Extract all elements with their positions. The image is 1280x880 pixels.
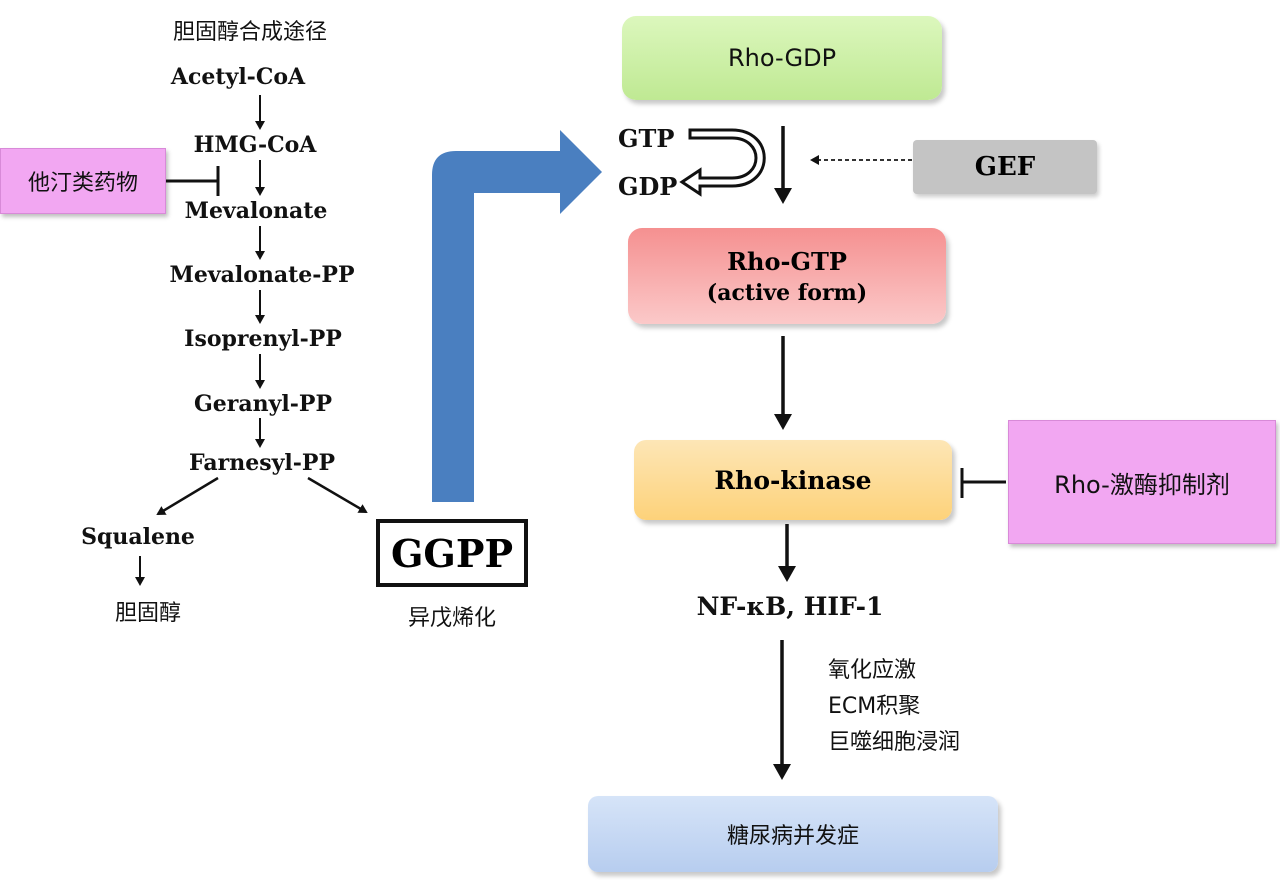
left-pathway-arrows: [135, 95, 368, 586]
rho-inhibitor-box: Rho-激酶抑制剂: [1008, 420, 1276, 544]
statin-label: 他汀类药物: [27, 171, 138, 196]
statin-inhibition: [166, 166, 220, 196]
effect-oxidative-stress: 氧化应激: [828, 658, 917, 683]
gef-label: GEF: [974, 152, 1036, 182]
nfkb-label: NF-κB, HIF-1: [696, 592, 884, 621]
complication-box: 糖尿病并发症: [588, 796, 998, 872]
rho-gtp-sub-label: (active form): [706, 279, 868, 306]
gdp-label: GDP: [618, 172, 678, 201]
step-mevalonate-pp: Mevalonate-PP: [169, 262, 355, 288]
rho-gdp-box: Rho-GDP: [622, 16, 942, 100]
big-blue-arrow: [432, 130, 602, 502]
pathway-title: 胆固醇合成途径: [172, 20, 328, 45]
squalene-label: Squalene: [81, 524, 195, 550]
step-isoprenyl-pp: Isoprenyl-PP: [184, 326, 342, 352]
gtp-label: GTP: [618, 124, 675, 153]
gtp-gdp-exchange: [679, 128, 766, 197]
statin-box: 他汀类药物: [0, 148, 166, 214]
ggpp-box: GGPP: [376, 519, 528, 587]
rho-gtp-box: Rho-GTP (active form): [628, 228, 946, 324]
step-farnesyl-pp: Farnesyl-PP: [189, 450, 335, 476]
effect-macrophage: 巨噬细胞浸润: [828, 730, 961, 755]
rho-gdp-label: Rho-GDP: [727, 44, 837, 72]
rho-kinase-inhibition: [960, 468, 1006, 498]
rho-kinase-box: Rho-kinase: [634, 440, 952, 520]
rho-kinase-label: Rho-kinase: [714, 465, 872, 495]
rho-inhibitor-label: Rho-激酶抑制剂: [1054, 470, 1230, 499]
gef-box: GEF: [913, 140, 1097, 194]
effect-ecm: ECM积聚: [828, 694, 921, 719]
step-hmg-coa: HMG-CoA: [193, 132, 317, 158]
prenylation-label: 异戊烯化: [407, 606, 497, 631]
right-pathway-arrows: [773, 126, 796, 780]
step-mevalonate: Mevalonate: [184, 198, 328, 224]
step-acetyl-coa: Acetyl-CoA: [170, 64, 306, 90]
arrow-farnesyl-to-squalene: [156, 476, 219, 516]
rho-gtp-label: Rho-GTP: [727, 246, 847, 276]
complication-label: 糖尿病并发症: [726, 824, 859, 849]
step-geranyl-pp: Geranyl-PP: [194, 391, 332, 417]
cholesterol-label: 胆固醇: [114, 601, 182, 626]
arrow-farnesyl-to-ggpp: [307, 476, 368, 514]
ggpp-label: GGPP: [390, 530, 514, 576]
